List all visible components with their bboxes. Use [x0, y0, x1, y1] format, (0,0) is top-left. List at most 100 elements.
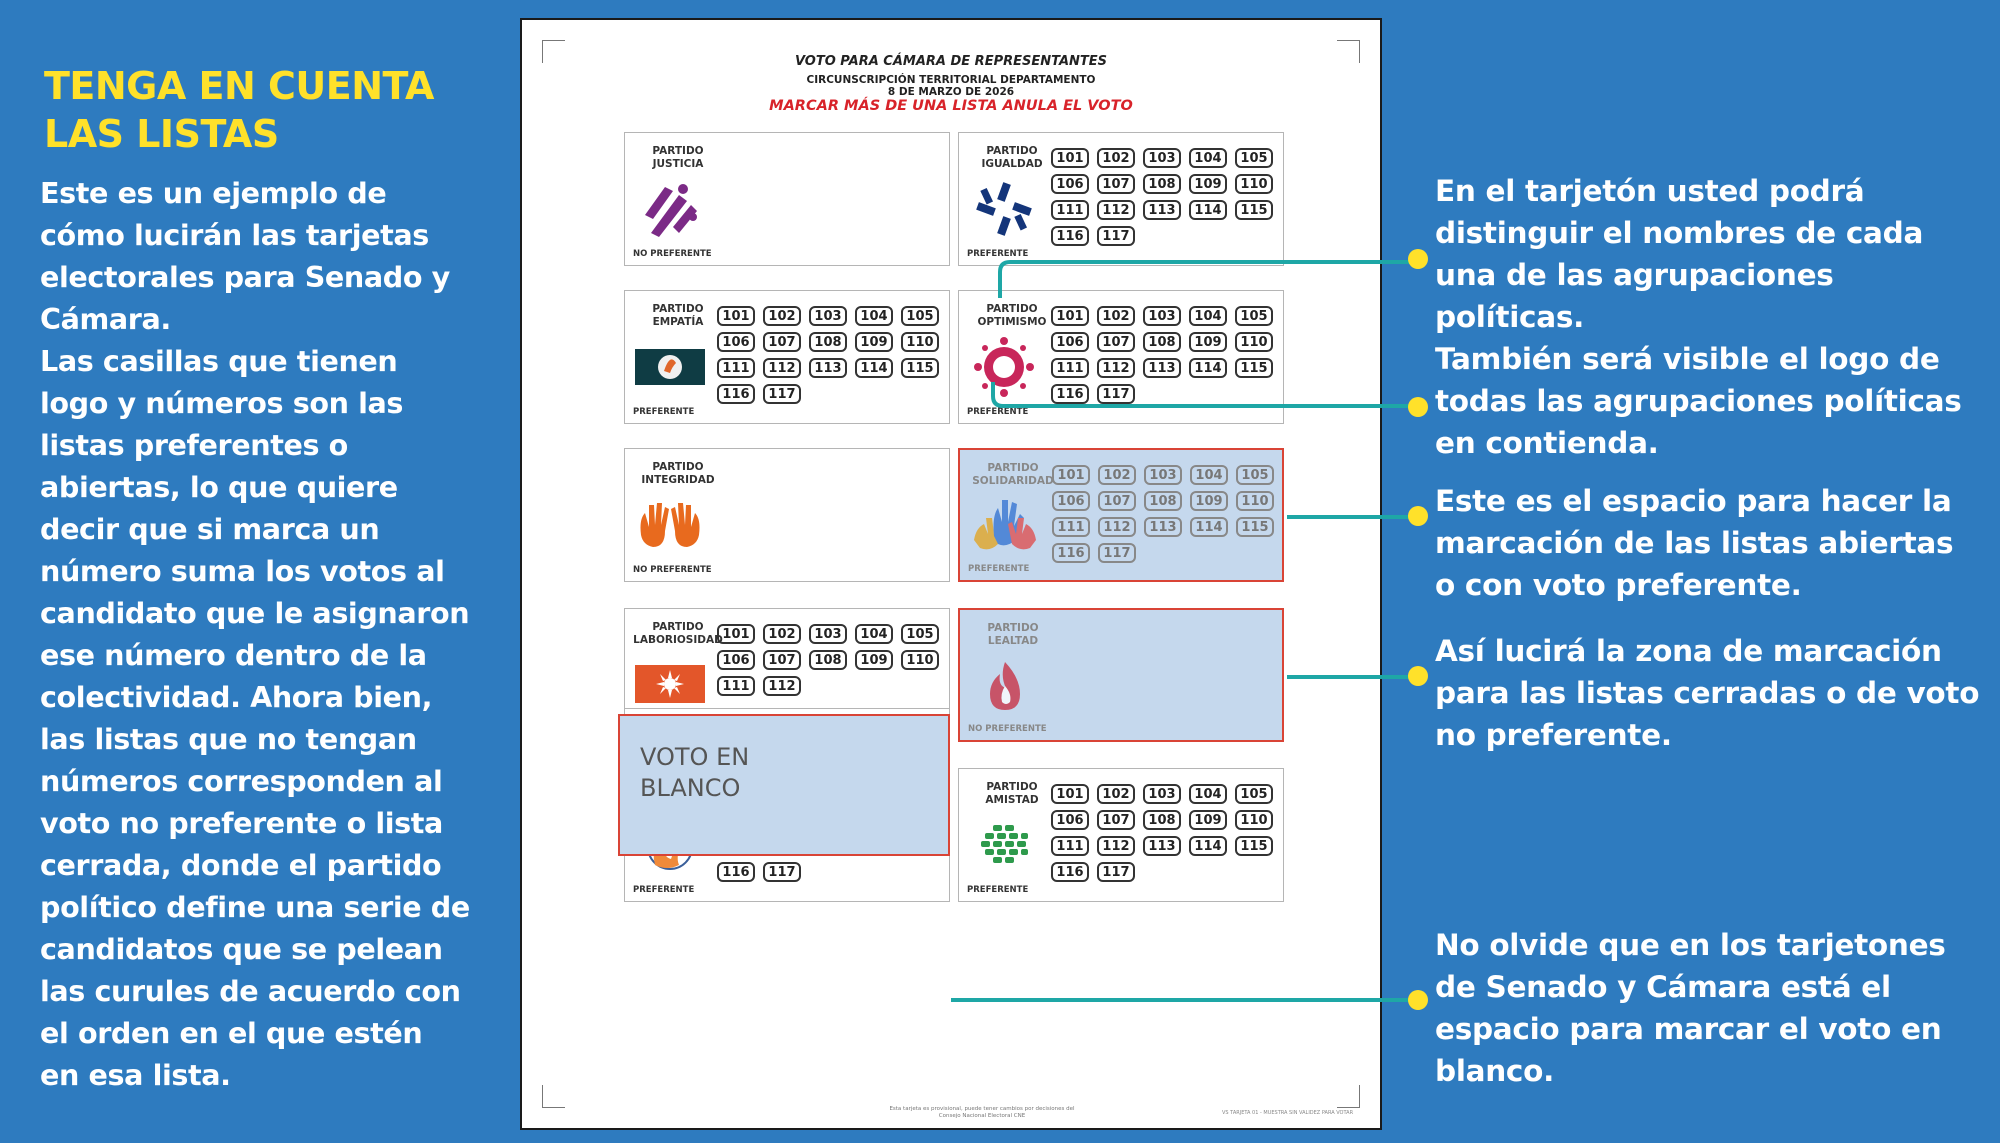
candidate-number-box[interactable]: 115: [901, 358, 939, 378]
candidate-number-box[interactable]: 106: [717, 650, 755, 670]
candidate-number-box[interactable]: 107: [763, 650, 801, 670]
candidate-number-box[interactable]: 107: [763, 332, 801, 352]
candidate-number-box[interactable]: 108: [1144, 491, 1182, 511]
candidate-number-box[interactable]: 108: [809, 332, 847, 352]
candidate-number-box[interactable]: 116: [1051, 862, 1089, 882]
candidate-number-box[interactable]: 107: [1097, 174, 1135, 194]
candidate-number-box[interactable]: 116: [1051, 226, 1089, 246]
candidate-number-box[interactable]: 103: [809, 306, 847, 326]
candidate-number-box[interactable]: 105: [1235, 306, 1273, 326]
candidate-number-box[interactable]: 109: [855, 332, 893, 352]
candidate-number-box[interactable]: 109: [1189, 174, 1227, 194]
candidate-number-box[interactable]: 115: [1235, 358, 1273, 378]
candidate-number-box[interactable]: 105: [1235, 784, 1273, 804]
candidate-number-box[interactable]: 108: [809, 650, 847, 670]
candidate-number-box[interactable]: 114: [1189, 200, 1227, 220]
candidate-number-box[interactable]: 109: [1189, 332, 1227, 352]
candidate-number-box[interactable]: 108: [1143, 810, 1181, 830]
candidate-number-box[interactable]: 117: [1097, 226, 1135, 246]
candidate-number-box[interactable]: 110: [1236, 491, 1274, 511]
candidate-number-box[interactable]: 114: [1190, 517, 1228, 537]
candidate-number-box[interactable]: 112: [763, 676, 801, 696]
candidate-number-box[interactable]: 104: [1189, 784, 1227, 804]
candidate-number-box[interactable]: 103: [809, 624, 847, 644]
candidate-number-box[interactable]: 110: [1235, 810, 1273, 830]
candidate-number-box[interactable]: 115: [1235, 200, 1273, 220]
candidate-number-box[interactable]: 112: [1098, 517, 1136, 537]
candidate-number-box[interactable]: 102: [763, 306, 801, 326]
candidate-number-box[interactable]: 117: [763, 384, 801, 404]
candidate-number-box[interactable]: 109: [855, 650, 893, 670]
candidate-number-box[interactable]: 105: [901, 624, 939, 644]
candidate-number-box[interactable]: 107: [1097, 332, 1135, 352]
candidate-number-box[interactable]: 117: [763, 862, 801, 882]
candidate-number-box[interactable]: 104: [1190, 465, 1228, 485]
candidate-number-box[interactable]: 102: [763, 624, 801, 644]
candidate-number-box[interactable]: 110: [901, 650, 939, 670]
candidate-number-box[interactable]: 103: [1143, 306, 1181, 326]
candidate-number-box[interactable]: 113: [1143, 358, 1181, 378]
candidate-number-box[interactable]: 112: [1097, 200, 1135, 220]
candidate-number-box[interactable]: 106: [1051, 332, 1089, 352]
candidate-number-box[interactable]: 116: [1052, 543, 1090, 563]
candidate-number-box[interactable]: 112: [763, 358, 801, 378]
candidate-number-box[interactable]: 113: [1143, 836, 1181, 856]
candidate-number-box[interactable]: 114: [1189, 836, 1227, 856]
candidate-number-box[interactable]: 105: [901, 306, 939, 326]
candidate-number-box[interactable]: 115: [1236, 517, 1274, 537]
candidate-number-box[interactable]: 101: [717, 306, 755, 326]
candidate-number-box[interactable]: 111: [717, 358, 755, 378]
candidate-number-box[interactable]: 107: [1097, 810, 1135, 830]
candidate-number-box[interactable]: 101: [1052, 465, 1090, 485]
candidate-number-box[interactable]: 110: [901, 332, 939, 352]
candidate-number-box[interactable]: 112: [1097, 358, 1135, 378]
candidate-number-box[interactable]: 113: [809, 358, 847, 378]
candidate-number-box[interactable]: 103: [1144, 465, 1182, 485]
candidate-number-box[interactable]: 112: [1097, 836, 1135, 856]
candidate-number-box[interactable]: 104: [1189, 148, 1227, 168]
candidate-number-box[interactable]: 103: [1143, 148, 1181, 168]
candidate-number-box[interactable]: 117: [1097, 384, 1135, 404]
candidate-number-box[interactable]: 114: [1189, 358, 1227, 378]
candidate-number-box[interactable]: 103: [1143, 784, 1181, 804]
candidate-number-box[interactable]: 109: [1190, 491, 1228, 511]
candidate-number-box[interactable]: 105: [1235, 148, 1273, 168]
candidate-number-box[interactable]: 102: [1097, 306, 1135, 326]
candidate-number-box[interactable]: 117: [1098, 543, 1136, 563]
candidate-number-box[interactable]: 116: [717, 862, 755, 882]
candidate-number-box[interactable]: 110: [1235, 332, 1273, 352]
candidate-number-box[interactable]: 102: [1098, 465, 1136, 485]
candidate-number-box[interactable]: 106: [1052, 491, 1090, 511]
candidate-number-box[interactable]: 108: [1143, 332, 1181, 352]
blank-vote-box[interactable]: VOTO EN BLANCO: [618, 714, 950, 856]
candidate-number-box[interactable]: 102: [1097, 784, 1135, 804]
candidate-number-box[interactable]: 117: [1097, 862, 1135, 882]
candidate-number-box[interactable]: 113: [1144, 517, 1182, 537]
candidate-number-box[interactable]: 111: [1051, 200, 1089, 220]
candidate-number-box[interactable]: 101: [717, 624, 755, 644]
candidate-number-box[interactable]: 101: [1051, 306, 1089, 326]
candidate-number-box[interactable]: 106: [1051, 174, 1089, 194]
candidate-number-box[interactable]: 111: [1052, 517, 1090, 537]
candidate-number-box[interactable]: 104: [1189, 306, 1227, 326]
candidate-number-box[interactable]: 104: [855, 624, 893, 644]
candidate-number-box[interactable]: 111: [1051, 358, 1089, 378]
candidate-number-box[interactable]: 115: [1235, 836, 1273, 856]
candidate-number-box[interactable]: 106: [1051, 810, 1089, 830]
candidate-number-box[interactable]: 109: [1189, 810, 1227, 830]
candidate-number-box[interactable]: 110: [1235, 174, 1273, 194]
candidate-number-box[interactable]: 116: [1051, 384, 1089, 404]
candidate-number-box[interactable]: 107: [1098, 491, 1136, 511]
candidate-number-box[interactable]: 105: [1236, 465, 1274, 485]
candidate-number-box[interactable]: 101: [1051, 148, 1089, 168]
candidate-number-box[interactable]: 111: [717, 676, 755, 696]
candidate-number-box[interactable]: 113: [1143, 200, 1181, 220]
candidate-number-box[interactable]: 106: [717, 332, 755, 352]
